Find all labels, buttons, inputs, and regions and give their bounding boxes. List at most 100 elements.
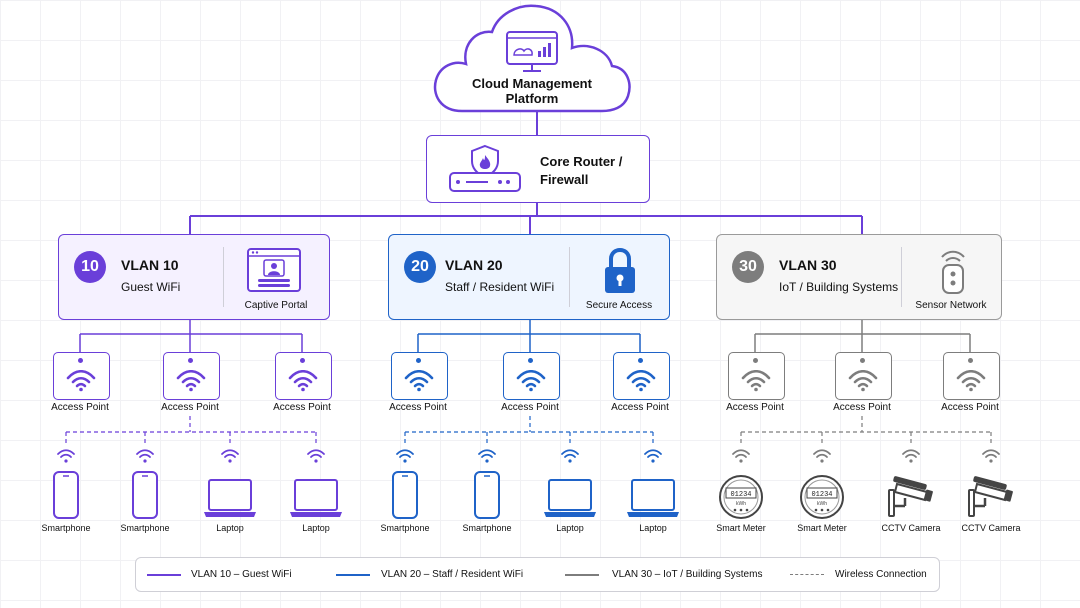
svg-text:01234: 01234 [730,491,751,499]
wireless-signal-icon [220,449,240,469]
lock-icon [605,248,635,293]
ap-status-dot [638,358,643,363]
router-shield-icon [449,144,521,192]
access-point-vlan10-1 [53,352,110,400]
ap-status-dot [78,358,83,363]
legend-vlan-10-label: VLAN 10 – Guest WiFi [191,569,292,580]
access-point-label: Access Point [833,402,891,413]
ap-status-dot [968,358,973,363]
legend-vlan-30-label: VLAN 30 – IoT / Building Systems [612,569,763,580]
access-point-vlan30-1 [728,352,785,400]
sensor-icon [941,250,965,294]
cctv-camera-icon [887,476,935,525]
vlan-30-badge: 30 [732,251,764,283]
device-label: Laptop [302,523,330,533]
legend-wireless-line [790,574,824,575]
access-point-vlan10-3 [275,352,332,400]
access-point-label: Access Point [161,402,219,413]
svg-text:01234: 01234 [811,491,832,499]
access-point-vlan30-3 [943,352,1000,400]
smartphone-icon [391,470,419,525]
device-label: CCTV Camera [961,523,1021,533]
device-label: Smartphone [462,523,512,533]
smartphone-icon [131,470,159,525]
core-router-title: Core Router / Firewall [540,154,623,187]
access-point-label: Access Point [941,402,999,413]
ap-status-dot [188,358,193,363]
access-point-vlan20-2 [503,352,560,400]
laptop-icon [625,476,681,525]
svg-text:kWh: kWh [817,501,827,507]
ap-status-dot [416,358,421,363]
ap-status-dot [753,358,758,363]
smartphone-icon [52,470,80,525]
wireless-signal-icon [981,449,1001,469]
wireless-signal-icon [560,449,580,469]
vlan-20-subtitle: Staff / Resident WiFi [445,280,555,294]
laptop-icon [542,476,598,525]
access-point-vlan20-1 [391,352,448,400]
wireless-signal-icon [643,449,663,469]
smart-meter-icon: 01234 kWh [718,474,764,525]
cloud-title: Cloud Management Platform [472,76,592,106]
device-label: Smartphone [41,523,91,533]
legend-vlan-30-line [565,574,599,576]
device-label: Smartphone [380,523,430,533]
vlan-10-divider [223,247,224,307]
vlan-20-badge: 20 [404,251,436,283]
vlan-10-badge: 10 [74,251,106,283]
wireless-signal-icon [395,449,415,469]
vlan-20-divider [569,247,570,307]
device-label: CCTV Camera [881,523,941,533]
svg-text:kWh: kWh [736,501,746,507]
access-point-vlan30-2 [835,352,892,400]
access-point-vlan10-2 [163,352,220,400]
wireless-signal-icon [731,449,751,469]
vlan-30-subtitle: IoT / Building Systems [779,280,899,294]
access-point-label: Access Point [51,402,109,413]
wireless-signal-icon [812,449,832,469]
wireless-signal-icon [56,449,76,469]
device-label: Smart Meter [716,523,766,533]
ap-status-dot [300,358,305,363]
access-point-label: Access Point [273,402,331,413]
access-point-vlan20-3 [613,352,670,400]
laptop-icon [288,476,344,525]
monitor-chart-icon [506,31,558,72]
access-point-label: Access Point [501,402,559,413]
laptop-icon [202,476,258,525]
wireless-signal-icon [477,449,497,469]
vlan-20-feature: Secure Access [585,300,653,311]
legend-vlan-10-line [147,574,181,576]
ap-status-dot [860,358,865,363]
wireless-signal-icon [135,449,155,469]
smart-meter-icon: 01234 kWh [799,474,845,525]
wireless-signal-icon [901,449,921,469]
vlan-20-box: 20 VLAN 20 Staff / Resident WiFi Secure … [388,234,670,320]
legend-vlan-20-label: VLAN 20 – Staff / Resident WiFi [381,569,524,580]
device-label: Laptop [556,523,584,533]
legend-vlan-20-line [336,574,370,576]
vlan-30-box: 30 VLAN 30 IoT / Building Systems Sensor… [716,234,1002,320]
vlan-30-feature: Sensor Network [915,300,987,311]
device-label: Laptop [216,523,244,533]
vlan-30-title: VLAN 30 [779,257,837,273]
vlan-10-subtitle: Guest WiFi [121,280,181,294]
vlan-10-feature: Captive Portal [244,300,308,311]
smartphone-icon [473,470,501,525]
cctv-camera-icon [967,476,1015,525]
legend [135,557,940,592]
wireless-signal-icon [306,449,326,469]
vlan-20-title: VLAN 20 [445,257,503,273]
vlan-10-title: VLAN 10 [121,257,179,273]
legend-wireless-label: Wireless Connection [835,569,927,580]
access-point-label: Access Point [611,402,669,413]
device-label: Laptop [639,523,667,533]
vlan-30-divider [901,247,902,307]
captive-portal-icon [247,248,301,292]
vlan-10-box: 10 VLAN 10 Guest WiFi Captive Portal [58,234,330,320]
access-point-label: Access Point [389,402,447,413]
access-point-label: Access Point [726,402,784,413]
device-label: Smartphone [120,523,170,533]
